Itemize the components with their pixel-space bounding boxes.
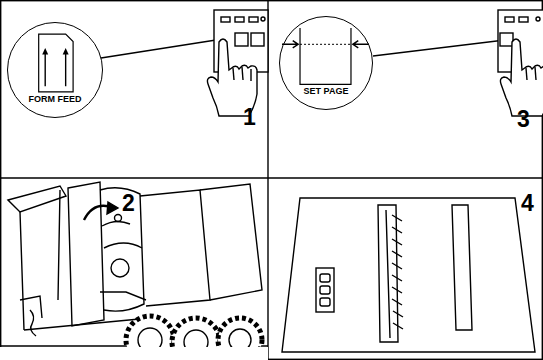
button (320, 298, 330, 306)
finger-line (233, 68, 234, 80)
indicator (519, 17, 528, 22)
page-line (300, 44, 351, 45)
pointing-hand (500, 39, 543, 116)
callout-number: 4 (521, 192, 534, 215)
indicator (221, 17, 230, 22)
paper-sheet (300, 28, 351, 84)
panel-divider (0, 177, 543, 178)
side-frame (20, 190, 60, 330)
magnifier-label: FORM FEED (8, 94, 102, 104)
finger-line (250, 69, 251, 81)
finger-line (242, 67, 243, 80)
indicator (261, 17, 265, 21)
drum-contour (100, 292, 146, 300)
callout-number: 1 (243, 106, 256, 129)
output-slot (452, 205, 472, 330)
leader-line (373, 40, 505, 56)
callout-number: 2 (122, 192, 135, 215)
finger-line (535, 67, 536, 80)
button (500, 33, 513, 46)
housing-side (200, 184, 262, 300)
indicator (536, 17, 540, 21)
slot-ridges (392, 215, 403, 329)
button (320, 274, 330, 282)
feed-arrow (45, 51, 46, 86)
arrow-head (42, 48, 48, 55)
magnifier-label: SET PAGE (280, 86, 372, 96)
button (320, 286, 330, 294)
slot-line (386, 210, 390, 338)
cover-edge (8, 186, 66, 212)
finger-line (526, 68, 527, 80)
button (235, 33, 248, 46)
indicator (505, 17, 514, 22)
callout-number: 3 (517, 108, 530, 131)
indicator (249, 17, 258, 22)
mask (0, 347, 268, 360)
set-arrow (282, 41, 298, 48)
set-arrow (353, 41, 369, 48)
feed-arrow (65, 51, 66, 86)
roller-end (111, 259, 129, 277)
indicator (235, 17, 244, 22)
arrow-head (63, 48, 69, 55)
drum-cartridge (68, 182, 104, 326)
leader-line (101, 40, 216, 58)
drum-contour (102, 221, 142, 248)
printer-top (282, 198, 535, 352)
paper-sheet (39, 34, 73, 92)
magnifier-circle: FORM FEED (7, 22, 103, 118)
arrow-head (107, 202, 118, 214)
button (251, 33, 264, 46)
pointing-hand (207, 39, 257, 116)
pin (115, 215, 122, 222)
paper-slot (378, 205, 398, 342)
toner-housing (140, 190, 210, 306)
magnifier-circle: SET PAGE (279, 16, 373, 110)
button-panel (316, 268, 334, 312)
